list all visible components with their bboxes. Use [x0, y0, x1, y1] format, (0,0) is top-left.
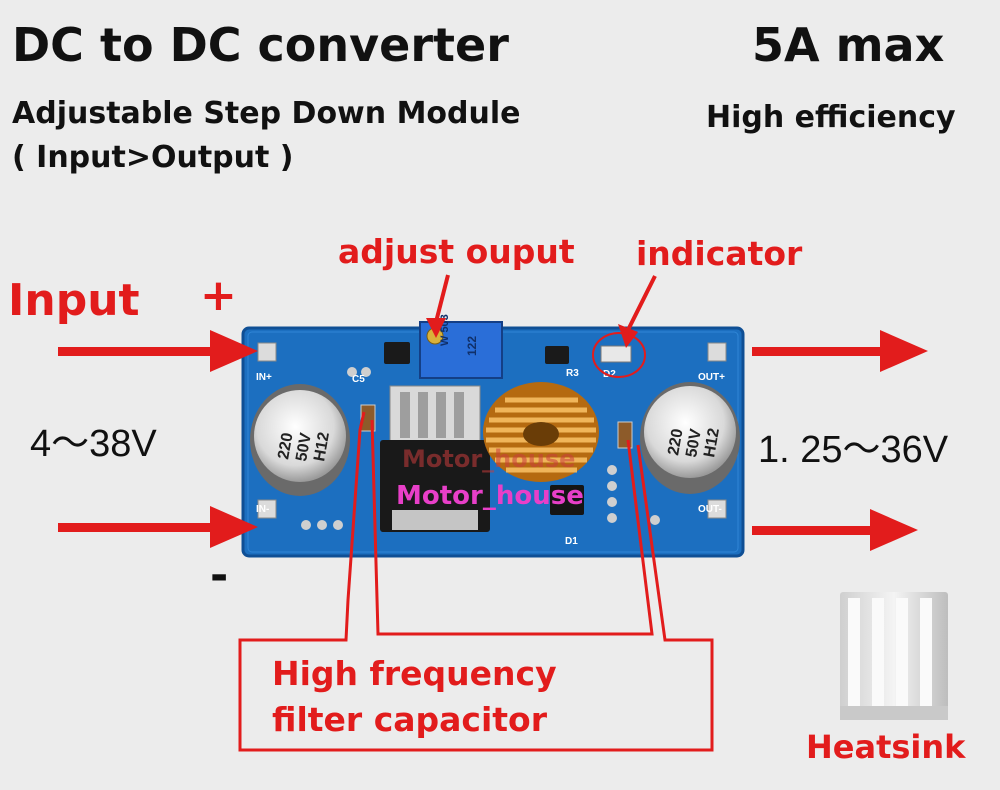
label-out-minus: OUT- [698, 504, 722, 515]
cap-left-voltage: 50V [293, 431, 315, 462]
pad-in-plus [257, 342, 277, 362]
smd-part [384, 342, 410, 364]
heatsink-image [840, 592, 948, 720]
heatsink-label: Heatsink [806, 728, 966, 766]
filter-callout-line2: filter capacitor [272, 700, 548, 739]
efficiency-label: High efficiency [706, 100, 956, 135]
input-label: Input [8, 275, 140, 326]
label-r3: R3 [566, 368, 579, 379]
diode-d1 [550, 485, 584, 515]
label-out-plus: OUT+ [698, 372, 725, 383]
label-c5: C5 [352, 374, 365, 385]
output-voltage-range: 1. 25～36V [758, 429, 949, 471]
capacitor-right: 220 50V H12 [640, 382, 740, 494]
led-indicator [600, 345, 632, 363]
label-in-plus: IN+ [256, 372, 272, 383]
capacitor-left: 220 50V H12 [250, 384, 350, 496]
cap-right-code: H12 [701, 427, 723, 459]
arrow-input-minus [58, 506, 258, 548]
io-arrows [58, 330, 928, 551]
arrow-output-minus [752, 509, 918, 551]
cap-right-value: 220 [665, 427, 686, 456]
label-d2: D2 [603, 369, 616, 380]
adjust-pointer [426, 274, 450, 338]
potentiometer: W 503 122 [419, 314, 503, 379]
page-title: DC to DC converter [12, 18, 509, 72]
toroid-inductor [483, 382, 599, 482]
cap-left-value: 220 [275, 431, 296, 460]
io-note: ( Input>Output ) [12, 140, 294, 175]
cap-right-voltage: 50V [683, 427, 705, 458]
pot-marking-2: 122 [465, 336, 479, 356]
regulator-ic [380, 385, 490, 532]
pad-out-plus [707, 342, 727, 362]
input-minus-sign: - [210, 550, 229, 601]
label-in-minus: IN- [256, 504, 269, 515]
watermark: Motor_house [396, 481, 584, 511]
indicator-pointer [592, 275, 657, 378]
arrow-output-plus [752, 330, 928, 372]
label-d1: D1 [565, 536, 578, 547]
smd-resistor [545, 346, 569, 364]
indicator-callout: indicator [636, 234, 803, 273]
arrow-input-plus [58, 330, 258, 372]
page-subtitle: Adjustable Step Down Module [12, 96, 521, 131]
pad-in-minus [257, 499, 277, 519]
max-current-label: 5A max [752, 18, 945, 72]
input-plus-sign: + [200, 270, 237, 321]
pad-out-minus [707, 499, 727, 519]
cap-left-code: H12 [311, 431, 333, 463]
watermark-faint: Motor_house [402, 445, 576, 473]
input-voltage-range: 4～38V [30, 423, 157, 465]
adjust-output-callout: adjust ouput [338, 232, 575, 271]
filter-callout [238, 411, 714, 752]
filter-callout-line1: High frequency [272, 654, 557, 693]
